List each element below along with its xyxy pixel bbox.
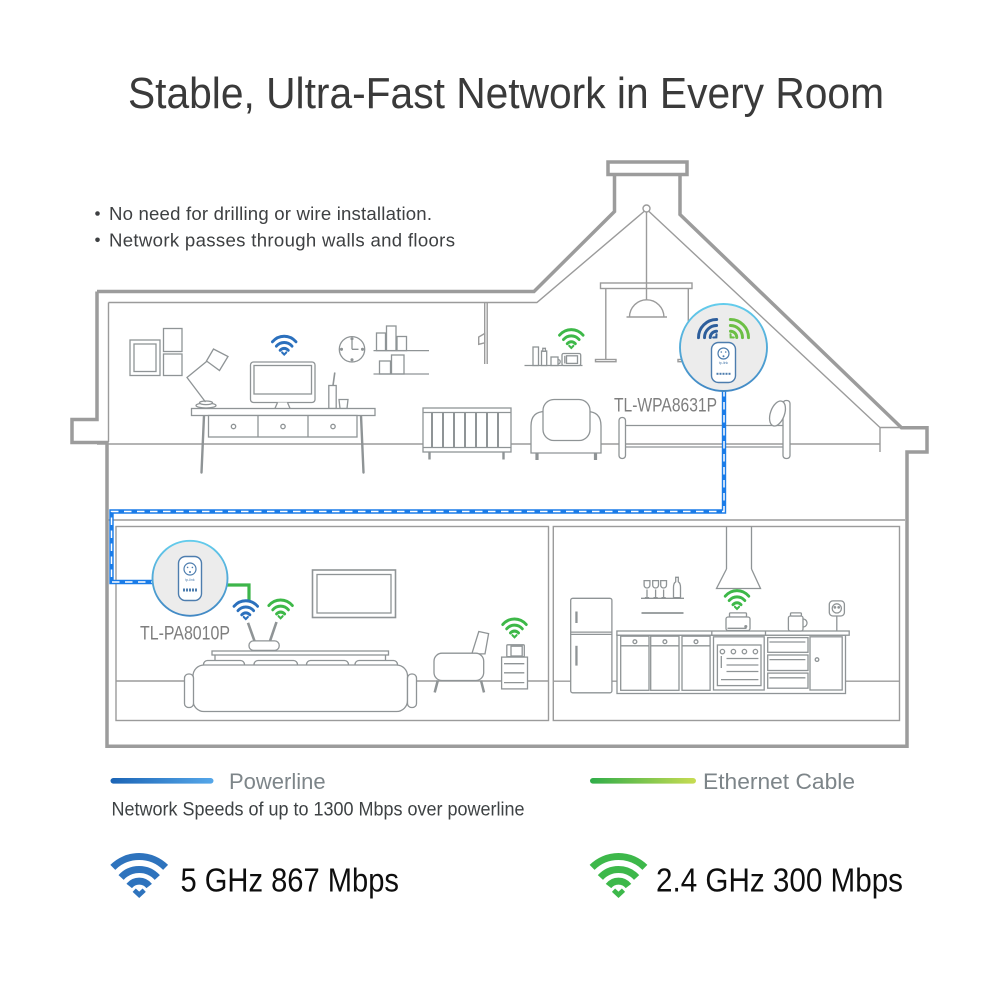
svg-text:Powerline: Powerline bbox=[229, 769, 326, 794]
svg-text:Network Speeds of up to 1300 M: Network Speeds of up to 1300 Mbps over p… bbox=[112, 798, 525, 820]
svg-text:TL-WPA8631P: TL-WPA8631P bbox=[614, 396, 717, 417]
svg-text:No need for drilling or wire i: No need for drilling or wire installatio… bbox=[109, 203, 432, 224]
svg-text:Network passes through walls a: Network passes through walls and floors bbox=[109, 229, 455, 250]
svg-text:5 GHz 867 Mbps: 5 GHz 867 Mbps bbox=[181, 863, 400, 900]
svg-text:TL-PA8010P: TL-PA8010P bbox=[140, 624, 230, 645]
svg-text:tp-link: tp-link bbox=[185, 578, 195, 582]
svg-text:Ethernet Cable: Ethernet Cable bbox=[703, 769, 855, 794]
svg-text:Stable, Ultra-Fast Network in: Stable, Ultra-Fast Network in Every Room bbox=[128, 70, 884, 118]
svg-text:2.4 GHz 300 Mbps: 2.4 GHz 300 Mbps bbox=[656, 863, 903, 900]
svg-text:tp-link: tp-link bbox=[719, 361, 729, 365]
